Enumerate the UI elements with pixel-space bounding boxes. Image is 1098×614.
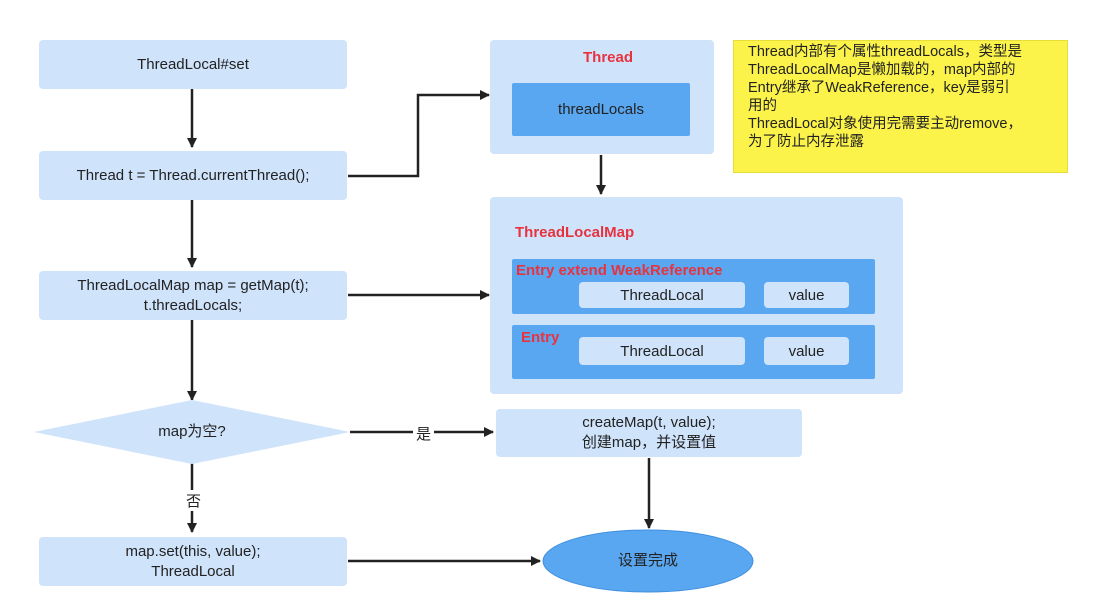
entry-key: ThreadLocal: [579, 337, 745, 365]
entry-value: value: [764, 337, 849, 365]
note-line: Entry继承了WeakReference，key是弱引: [748, 80, 1010, 96]
entry-weak-key: ThreadLocal: [579, 282, 745, 308]
entry-label: Entry: [521, 329, 560, 346]
decision-text: map为空?: [112, 420, 272, 444]
entry-key-label: ThreadLocal: [620, 342, 704, 360]
note-line: Thread内部有个属性threadLocals，类型是: [748, 44, 1022, 60]
entry-weak-key-label: ThreadLocal: [620, 286, 704, 304]
note-line: 为了防止内存泄露: [748, 134, 864, 150]
current-thread-label: Thread t = Thread.currentThread();: [76, 166, 310, 184]
set-box: map.set(this, value); ThreadLocal: [39, 537, 347, 586]
decision-label: map为空?: [158, 423, 226, 440]
entry-row: Entry ThreadLocal value: [512, 325, 875, 379]
start-box: ThreadLocal#set: [39, 40, 347, 89]
note-line: ThreadLocal对象使用完需要主动remove，: [748, 116, 1022, 132]
entry-weak-value: value: [764, 282, 849, 308]
sticky-note: Thread内部有个属性threadLocals，类型是 ThreadLocal…: [733, 40, 1068, 173]
entry-weak-label: Entry extend WeakReference: [516, 262, 723, 279]
end-oval: [542, 529, 754, 593]
end-label: 设置完成: [617, 552, 678, 569]
note-line: 用的: [748, 98, 777, 114]
arrow-current-thread-to-thread-panel: [348, 90, 490, 178]
entry-row-weak: Entry extend WeakReference ThreadLocal v…: [512, 259, 875, 314]
get-map-line1: ThreadLocalMap map = getMap(t);: [77, 276, 309, 294]
end-text: 设置完成: [560, 548, 736, 574]
thread-local-map-panel: ThreadLocalMap Entry extend WeakReferenc…: [490, 197, 903, 394]
thread-title: Thread: [583, 49, 634, 66]
create-line1: createMap(t, value);: [582, 414, 716, 431]
get-map-line2: t.threadLocals;: [143, 296, 243, 314]
entry-value-label: value: [788, 342, 825, 360]
thread-locals-label: threadLocals: [558, 101, 644, 118]
create-map-box: createMap(t, value); 创建map，并设置值: [496, 409, 802, 457]
start-label: ThreadLocal#set: [137, 55, 249, 73]
no-label: 否: [183, 490, 205, 511]
decision-diamond: [34, 400, 350, 464]
entry-weak-value-label: value: [788, 286, 825, 304]
set-line1: map.set(this, value);: [125, 542, 261, 560]
set-line2: ThreadLocal: [151, 562, 235, 580]
current-thread-box: Thread t = Thread.currentThread();: [39, 151, 347, 200]
get-map-box: ThreadLocalMap map = getMap(t); t.thread…: [39, 271, 347, 320]
yes-label: 是: [413, 423, 435, 444]
thread-locals-field: threadLocals: [512, 83, 690, 136]
note-line: ThreadLocalMap是懒加载的，map内部的: [748, 62, 1016, 78]
map-title: ThreadLocalMap: [515, 224, 635, 241]
create-line2: 创建map，并设置值: [581, 434, 717, 451]
thread-panel: Thread threadLocals: [490, 40, 714, 154]
